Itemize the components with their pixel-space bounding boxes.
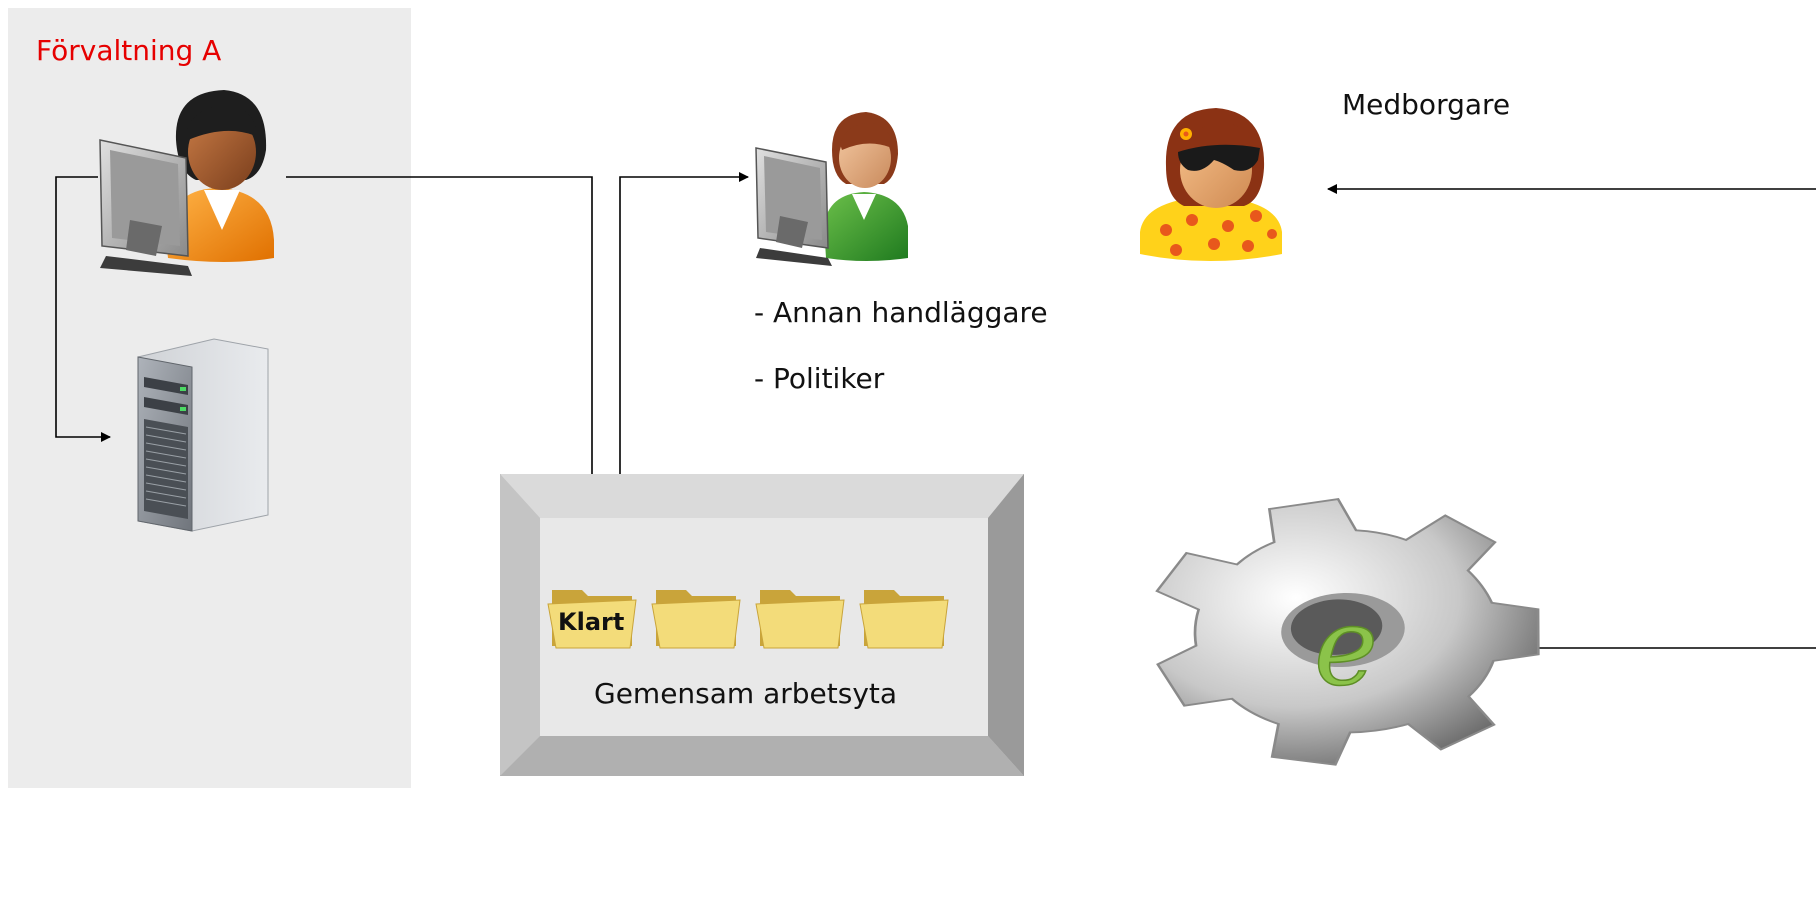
workspace-title: Gemensam arbetsyta [594, 677, 898, 710]
arrow-workspace-to-colleague [619, 172, 749, 566]
folder-icon [651, 590, 741, 649]
arrow-user-to-workspace [286, 176, 597, 567]
arrow-user-to-server [55, 176, 111, 442]
folder-label-klart: Klart [558, 608, 625, 636]
folder-icon [859, 590, 949, 649]
folder-icon [547, 590, 637, 649]
colleague-computer-icon [755, 112, 908, 266]
citizen-label: Medborgare [1342, 88, 1511, 121]
gear-e-icon: e [1155, 497, 1540, 766]
panel-title: Förvaltning A [36, 34, 222, 67]
politician-label: - Politiker [754, 362, 885, 395]
citizen-icon [1140, 108, 1282, 261]
admin-user-computer-icon [99, 90, 274, 276]
server-icon [137, 338, 269, 532]
folder-icon [755, 590, 845, 649]
other-officer-label: - Annan handläggare [754, 296, 1048, 329]
gear-letter: e [1314, 585, 1378, 710]
